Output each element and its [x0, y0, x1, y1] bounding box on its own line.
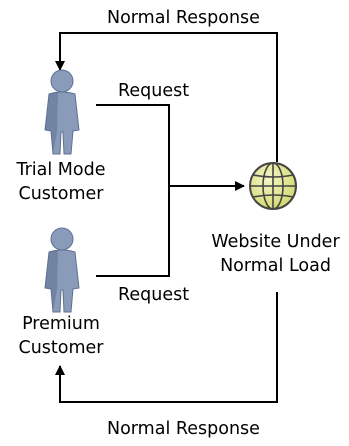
top-response-label: Normal Response	[107, 8, 260, 28]
globe-icon	[249, 162, 297, 210]
trial-customer-label: Trial Mode Customer	[0, 158, 122, 206]
request-bottom-connector	[96, 186, 170, 277]
top-response-connector	[55, 32, 278, 162]
premium-label-line2: Customer	[18, 338, 104, 358]
website-label: Website Under Normal Load	[202, 230, 349, 278]
bottom-response-connector	[55, 292, 278, 403]
person-icon	[44, 227, 80, 313]
request-bottom-label: Request	[118, 285, 190, 305]
bottom-response-label: Normal Response	[107, 419, 260, 439]
premium-label-line1: Premium	[22, 314, 100, 334]
request-top-label: Request	[118, 81, 190, 101]
person-icon	[44, 69, 80, 155]
website-label-line2: Normal Load	[220, 256, 331, 276]
premium-customer-label: Premium Customer	[0, 312, 122, 360]
website-label-line1: Website Under	[211, 232, 340, 252]
trial-label-line2: Customer	[18, 184, 104, 204]
trial-label-line1: Trial Mode	[16, 160, 106, 180]
request-top-connector	[96, 104, 170, 186]
